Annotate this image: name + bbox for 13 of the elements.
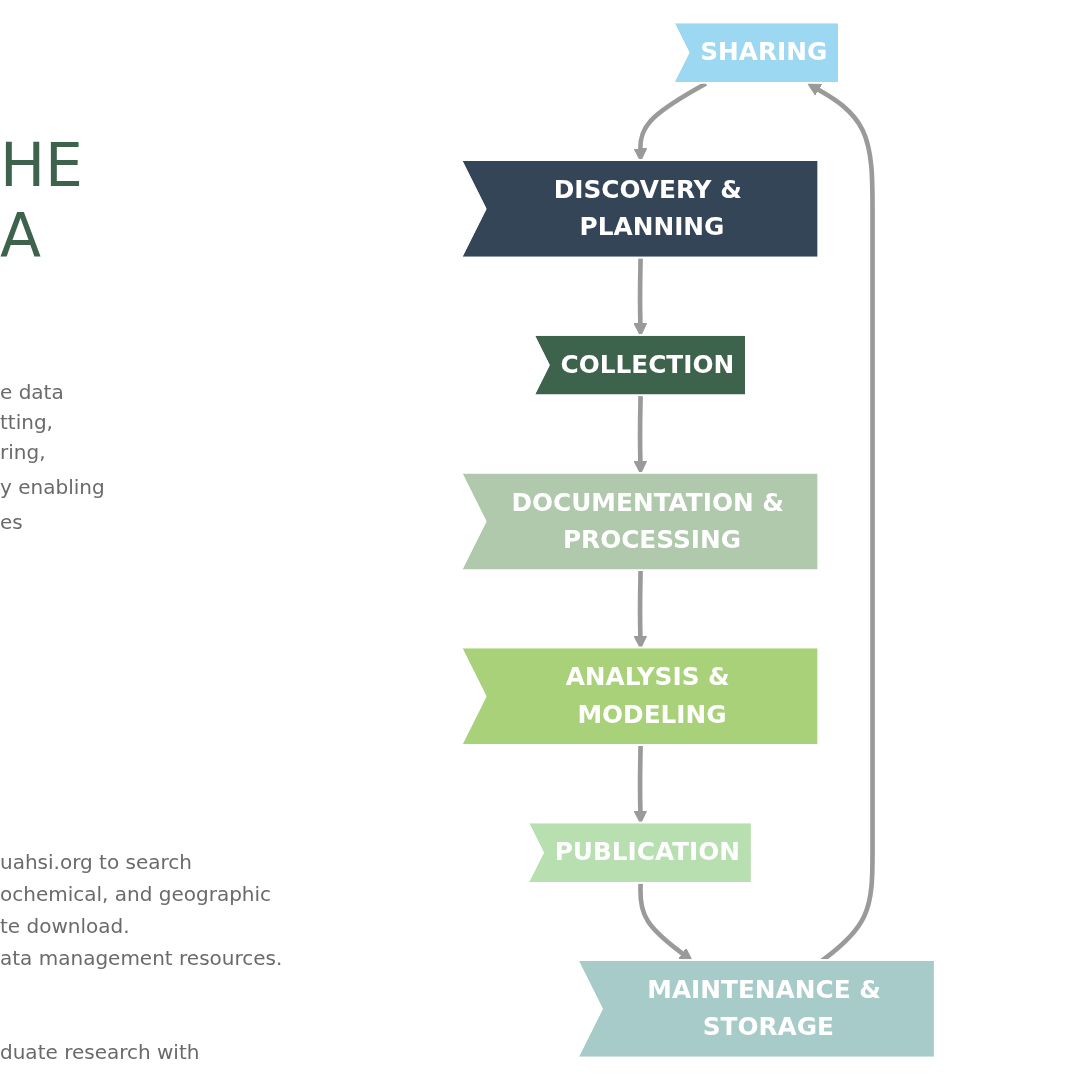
title-fragment: A [0,200,42,270]
text-line: te download. [0,914,130,938]
text-line: e data [0,380,64,404]
title-fragment: HE [0,130,84,200]
text-line: tting, [0,410,53,434]
text-line: uahsi.org to search [0,850,192,874]
text-line: ochemical, and geographic [0,882,272,906]
cycle-diagram: SHARING DISCOVERY & PLANNING COLLECTION DOCUMENTATION & PROCESSING ANALYSIS & MODELING PUBLICATION MAINTENANCE & STORAGE [330,10,1066,1070]
text-line: ata management resources. [0,946,283,970]
text-line: duate research with [0,1040,200,1064]
text-line: es [0,510,23,534]
text-line: ring, [0,440,46,464]
text-line: y enabling [0,475,105,499]
